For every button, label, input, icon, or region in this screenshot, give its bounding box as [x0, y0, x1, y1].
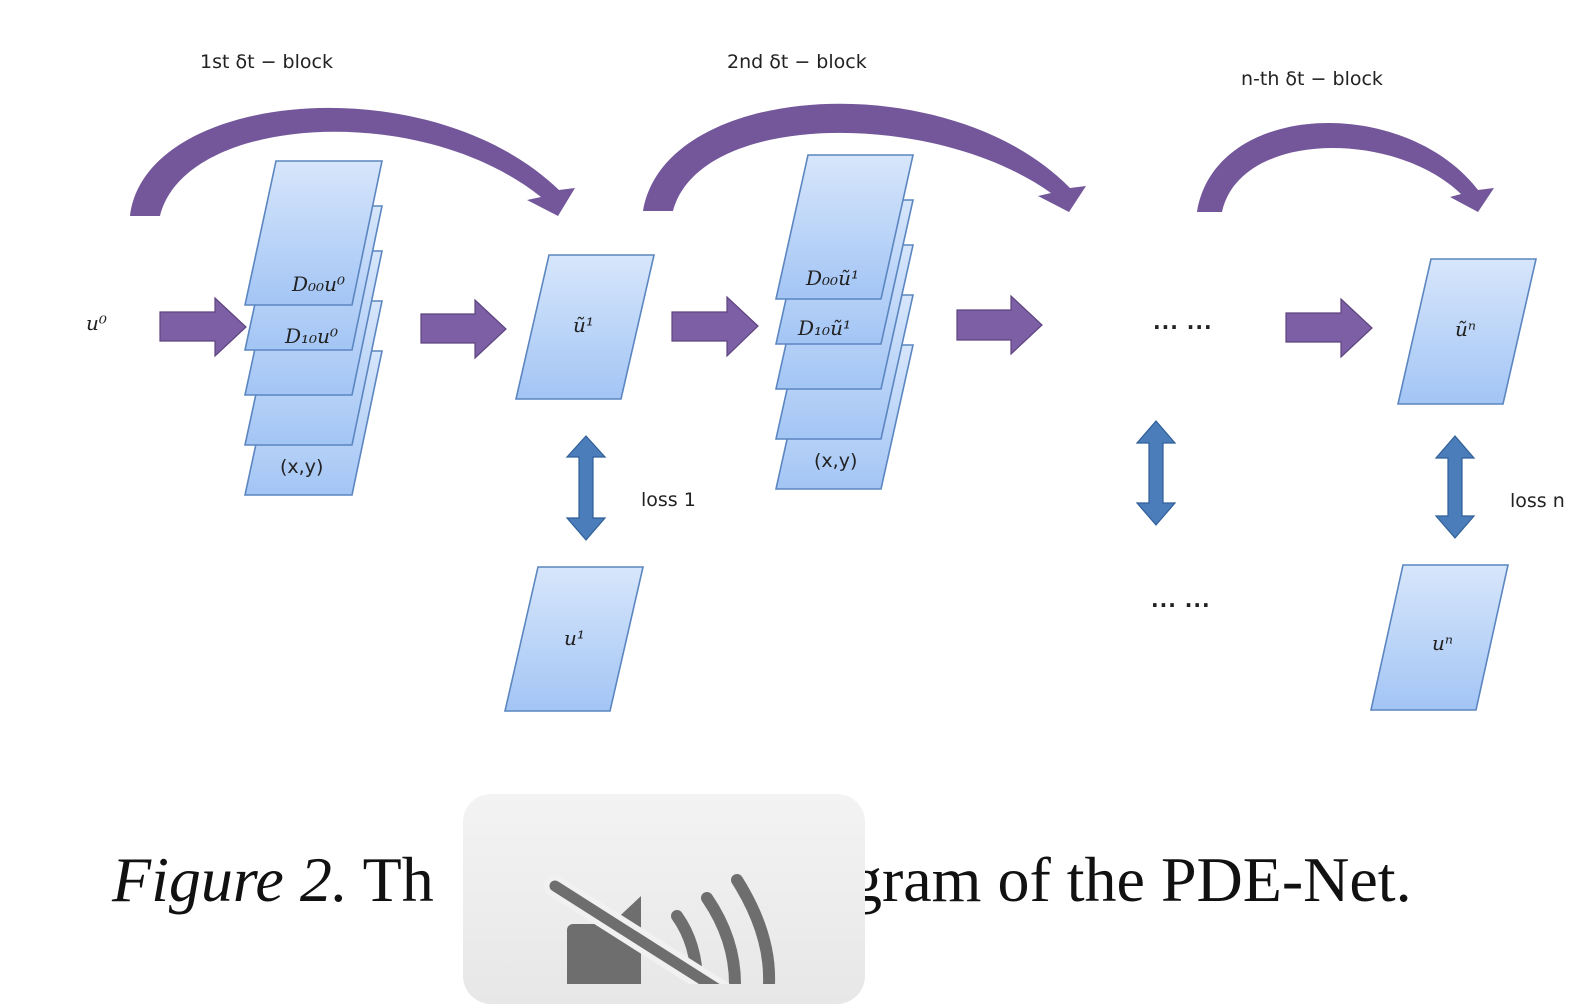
- pred-un-plane: [1396, 258, 1538, 405]
- ellipsis-bottom: ··· ···: [1151, 593, 1211, 617]
- loss-1-label: loss 1: [641, 489, 696, 511]
- flow-arrow-3: [671, 295, 759, 358]
- true-un-plane: [1370, 564, 1509, 711]
- caption-text-right: iagram of the PDE-Net.: [803, 844, 1412, 915]
- stack1-label-d00: D₀₀u⁰: [291, 272, 345, 296]
- true-u1-label: u¹: [564, 626, 585, 650]
- loss-arrow-1: [565, 435, 607, 541]
- flow-arrow-4: [956, 294, 1043, 356]
- block-label-1: 1st δt − block: [200, 51, 333, 73]
- true-u1-plane: [503, 566, 645, 712]
- ellipsis-top: ··· ···: [1153, 315, 1213, 339]
- curved-arrow-block-n: [1197, 123, 1494, 212]
- pred-un-label: ũⁿ: [1455, 317, 1476, 341]
- loss-arrow-n: [1434, 435, 1476, 539]
- figure-caption: Figure 2. Th iagram of the PDE-Net.: [112, 842, 1572, 919]
- stack2-label-xy: (x,y): [814, 450, 857, 472]
- input-u0-label: u⁰: [86, 311, 107, 335]
- curved-arrow-block-1: [130, 107, 575, 216]
- block-label-n: n-th δt − block: [1241, 68, 1383, 90]
- true-un-label: uⁿ: [1432, 631, 1453, 655]
- feature-stack-1: D₀₀u⁰ D₁₀u⁰ (x,y): [244, 160, 383, 496]
- pred-u1-plane: [514, 254, 656, 400]
- stack2-plane-1: [775, 154, 914, 300]
- stack1-plane-1: [244, 160, 383, 306]
- loss-n-label: loss n: [1510, 490, 1565, 512]
- caption-text-left: Th: [347, 844, 434, 915]
- muted-speaker-icon: [544, 874, 776, 1004]
- loss-arrow-middle: [1135, 420, 1177, 526]
- flow-arrow-5: [1285, 297, 1373, 359]
- curved-arrow-block-2: [643, 103, 1086, 212]
- stack2-label-d10: D₁₀ũ¹: [797, 316, 851, 340]
- stack2-label-d00: D₀₀ũ¹: [805, 266, 859, 290]
- block-label-2: 2nd δt − block: [727, 51, 867, 73]
- stack1-label-xy: (x,y): [280, 456, 323, 478]
- flow-arrow-1: [159, 296, 247, 358]
- flow-arrow-2: [420, 298, 507, 360]
- feature-stack-2: D₀₀ũ¹ D₁₀ũ¹ (x,y): [775, 154, 914, 490]
- caption-figure-number: Figure 2.: [112, 844, 348, 915]
- stack1-label-d10: D₁₀u⁰: [284, 324, 338, 348]
- media-overlay[interactable]: [463, 794, 865, 1004]
- pred-u1-label: ũ¹: [573, 313, 594, 337]
